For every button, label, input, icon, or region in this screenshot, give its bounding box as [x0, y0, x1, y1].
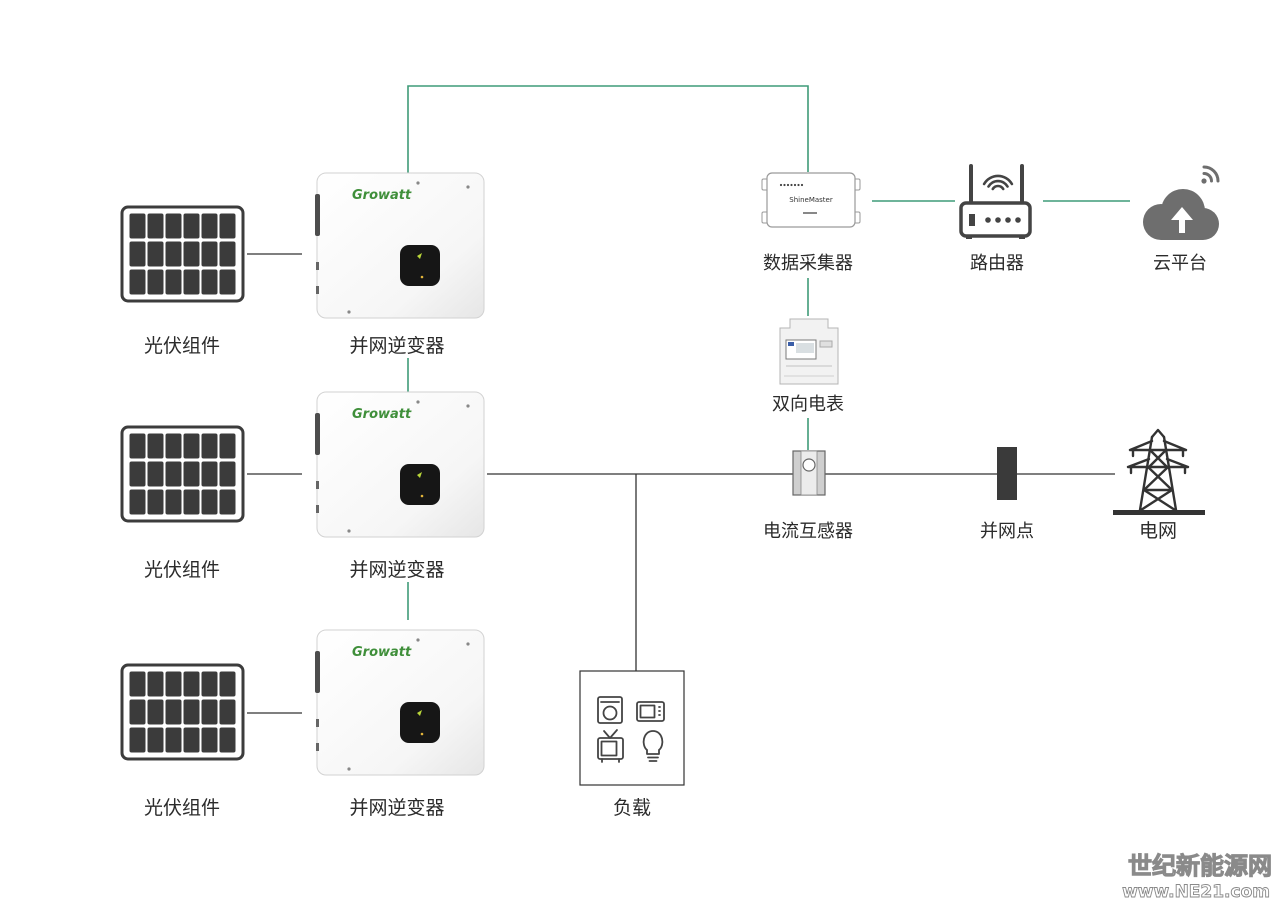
data-logger-icon: ShineMaster: [761, 172, 861, 228]
inverter-icon: Growatt: [315, 172, 485, 319]
inverter-icon: Growatt: [315, 391, 485, 538]
inverter-icon: Growatt: [315, 629, 485, 776]
status-led-row: [779, 183, 804, 187]
signal-icon: [1201, 165, 1220, 184]
router-icon: [959, 164, 1032, 239]
router: 路由器: [959, 164, 1032, 274]
pv-module-2: 光伏组件: [120, 425, 245, 581]
current-transformer-label: 电流互感器: [763, 521, 853, 542]
power-tower-icon: [1126, 428, 1190, 512]
pv-module-1: 光伏组件: [120, 205, 245, 357]
comm-line-inverter-to-logger: [407, 85, 809, 173]
logger-model-name: ShineMaster: [789, 196, 833, 204]
router-label: 路由器: [970, 253, 1024, 274]
cloud-platform: 云平台: [1143, 165, 1220, 274]
heatsink-fins: [315, 413, 320, 455]
grid-label: 电网: [1139, 520, 1177, 542]
pv-module-label: 光伏组件: [144, 559, 220, 581]
inverter-brand-logo: Growatt: [352, 188, 412, 203]
utility-grid: 电网: [1113, 428, 1205, 542]
data-logger: ShineMaster 数据采集器: [761, 172, 861, 274]
grid-point-label: 并网点: [980, 521, 1034, 542]
inverter-label: 并网逆变器: [349, 797, 444, 819]
cloud-label: 云平台: [1153, 253, 1207, 274]
load-label: 负载: [613, 797, 651, 819]
inverter-display: [400, 464, 440, 505]
watermark-url: www.NE21.com: [1122, 882, 1270, 902]
load: 负载: [579, 670, 685, 819]
watermark: 世纪新能源网 www.NE21.com: [1122, 852, 1273, 903]
grid-inverter-3: Growatt 并网逆变器: [315, 629, 485, 819]
solar-panel-icon: [120, 663, 245, 761]
inverter-brand-logo: Growatt: [352, 645, 412, 660]
upload-arrow-icon: [1171, 207, 1193, 233]
watermark-title: 世纪新能源网: [1128, 852, 1272, 880]
inverter-brand-logo: Growatt: [352, 407, 412, 422]
grid-point-marker: [997, 447, 1017, 500]
inverter-label: 并网逆变器: [349, 559, 444, 581]
grid-inverter-2: Growatt 并网逆变器: [315, 391, 485, 581]
inverter-label: 并网逆变器: [349, 335, 444, 357]
grid-connection-point: 并网点: [980, 447, 1034, 542]
pv-module-3: 光伏组件: [120, 663, 245, 819]
current-transformer: 电流互感器: [763, 450, 853, 542]
power-lines: [247, 253, 1115, 714]
ground-line: [1113, 510, 1205, 515]
microwave-icon: [636, 701, 665, 722]
pv-module-label: 光伏组件: [144, 335, 220, 357]
inverter-display: [400, 702, 440, 743]
inverter-display: [400, 245, 440, 286]
bidirectional-meter: 双向电表: [772, 318, 844, 415]
energy-meter-icon: [779, 318, 839, 385]
current-transformer-icon: [792, 450, 826, 496]
heatsink-fins: [315, 194, 320, 236]
communication-lines: [407, 85, 1130, 620]
meter-label: 双向电表: [772, 394, 844, 415]
wifi-icon: [982, 174, 1014, 191]
data-logger-label: 数据采集器: [763, 253, 853, 274]
solar-panel-icon: [120, 425, 245, 523]
light-bulb-icon: [642, 730, 664, 762]
tv-icon: [597, 729, 624, 763]
pv-module-label: 光伏组件: [144, 797, 220, 819]
solar-panel-icon: [120, 205, 245, 303]
heatsink-fins: [315, 651, 320, 693]
load-box: [579, 670, 685, 786]
washing-machine-icon: [597, 696, 623, 724]
grid-inverter-1: Growatt 并网逆变器: [315, 172, 485, 357]
